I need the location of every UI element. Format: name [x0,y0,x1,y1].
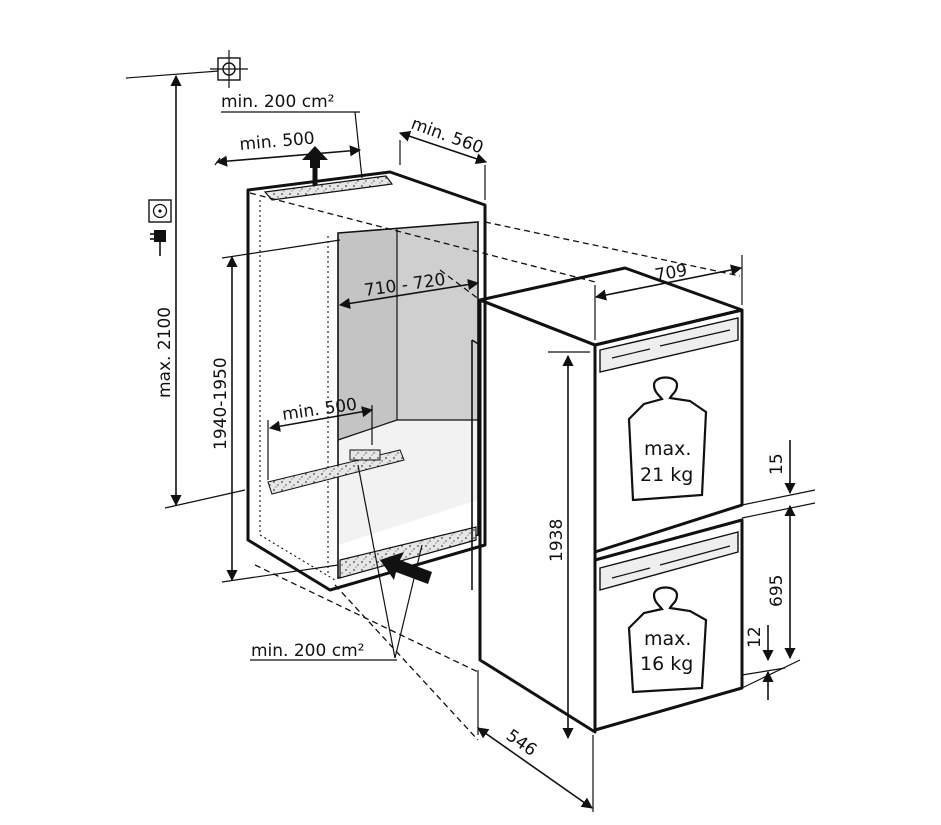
niche-cabinet [246,170,487,592]
appliance-width-label: 709 [653,261,688,286]
dim-top-vent-width: min. 500 [214,111,363,179]
appliance-height-label: 1938 [547,519,567,562]
socket-icon [148,199,172,223]
dim-gap-bottom: 12 [741,625,786,700]
plug-icon [150,230,166,256]
dim-appliance-width: 709 [594,255,743,340]
bottom-vent-area-label: min. 200 cm² [251,641,364,661]
dim-appliance-height: 1938 [547,351,590,740]
weight-icon: max. 16 kg [627,586,708,694]
gap-bottom-label: 12 [745,626,765,648]
airflow-arrow-icon [302,146,328,185]
lower-weight-line1: max. [644,628,691,650]
dim-max-height: max. 2100 [125,69,246,509]
niche-depth-label: min. 560 [408,114,486,159]
appliance-depth-label: 546 [502,726,540,761]
niche-height-label: 1940-1950 [211,357,231,450]
dim-appliance-depth: 546 [477,670,594,812]
upper-weight-line1: max. [644,438,691,460]
dim-gap-top: 15 [741,440,816,519]
upper-weight-line2: 21 kg [640,464,693,486]
bottom-vent-area: min. 200 cm² [250,464,423,661]
lower-weight-line2: 16 kg [640,653,693,675]
dim-niche-height: 1940-1950 [211,239,341,583]
top-vent-width-label: min. 500 [239,128,316,154]
airflow-arrow-icon [380,552,432,584]
weight-icon: max. 21 kg [627,376,708,502]
max-height-label: max. 2100 [155,307,175,398]
dim-lower-door-height: 695 [741,504,801,689]
lower-door-height-label: 695 [767,575,787,607]
gap-top-label: 15 [767,453,787,475]
dim-niche-depth: min. 560 [398,114,488,200]
ceiling-anchor-icon [210,50,248,88]
top-vent-area-label: min. 200 cm² [221,92,334,112]
